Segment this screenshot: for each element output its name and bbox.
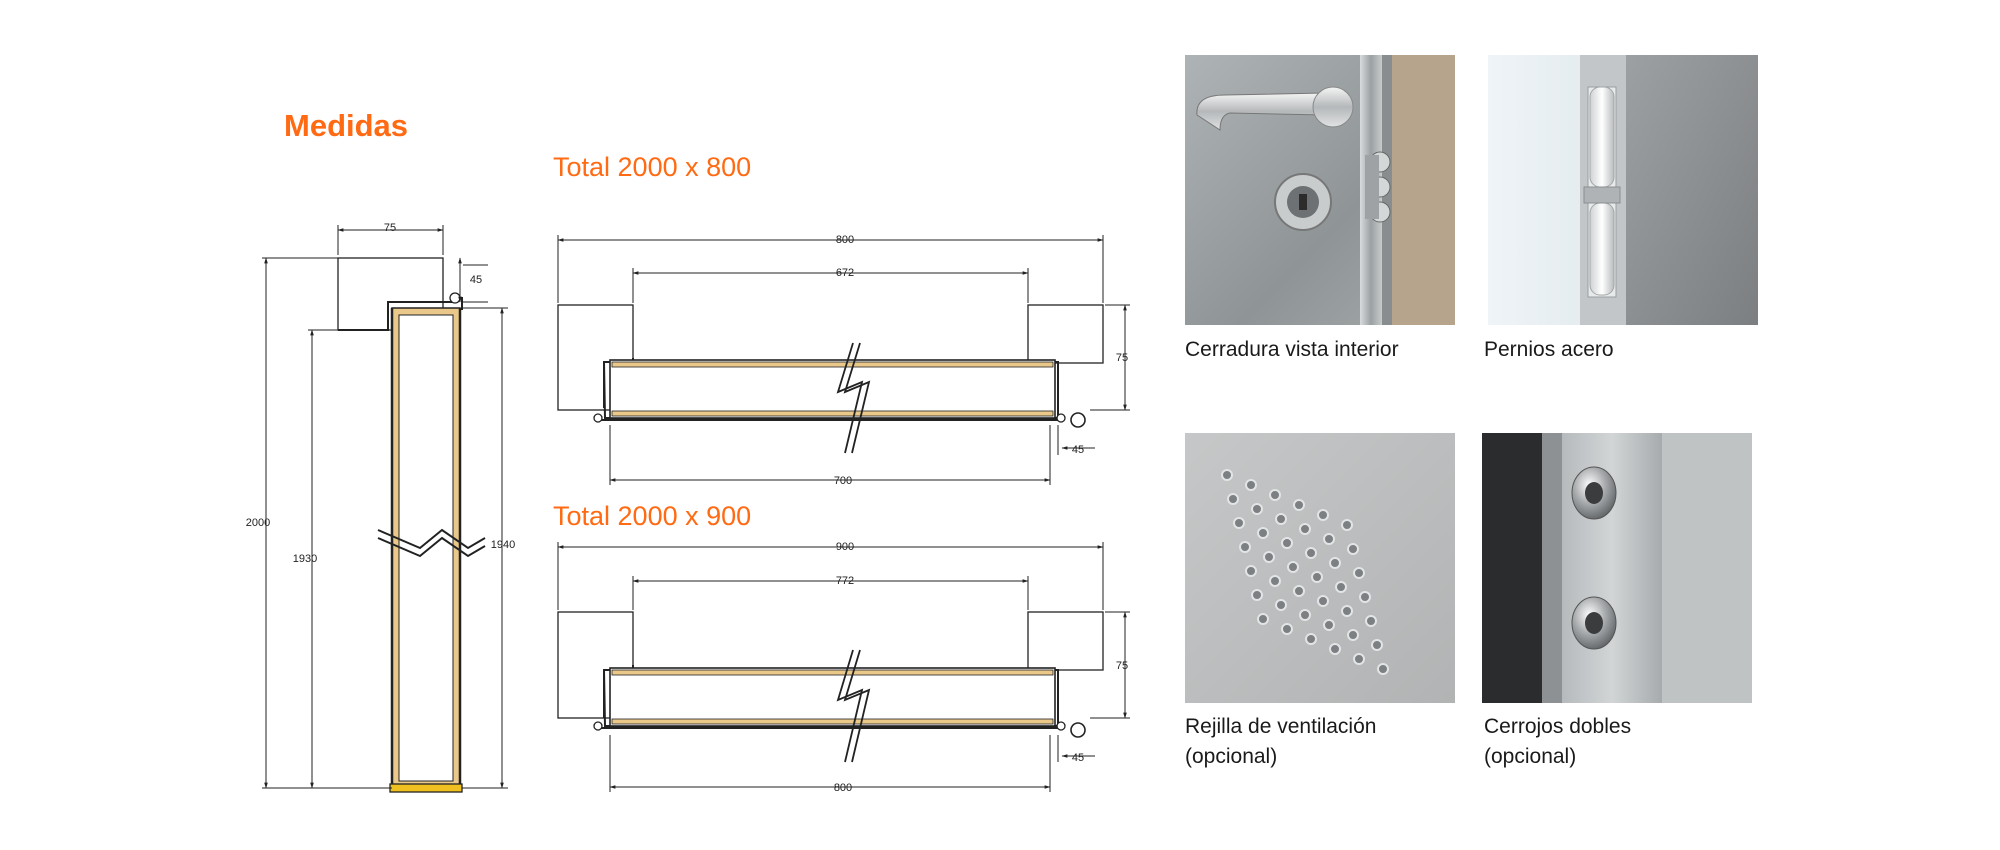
vent-hole (1347, 629, 1359, 641)
elevation-dim-small: 45 (470, 274, 482, 286)
vent-hole (1305, 633, 1317, 645)
vent-hole (1293, 585, 1305, 597)
vent-hole (1371, 639, 1383, 651)
plan-900-title: Total 2000 x 900 (553, 501, 752, 531)
vent-hole (1317, 509, 1329, 521)
plan-900-dim-total: 900 (836, 541, 854, 553)
vent-hole (1317, 595, 1329, 607)
double-bolts-photo (1482, 433, 1752, 703)
plan-900-dim-hinge: 45 (1072, 752, 1084, 764)
vent-hole (1323, 533, 1335, 545)
vent-hole (1353, 567, 1365, 579)
vent-hole (1305, 547, 1317, 559)
plan-800-dim-hinge: 45 (1072, 444, 1084, 456)
vent-hole (1281, 537, 1293, 549)
vent-hole (1221, 469, 1233, 481)
vent-hole (1251, 503, 1263, 515)
plan-800-dim-depth: 75 (1116, 352, 1128, 364)
vent-hole (1251, 589, 1263, 601)
vent-hole (1293, 499, 1305, 511)
vent-hole (1365, 615, 1377, 627)
elevation-dim-right: 1940 (491, 539, 515, 551)
plan-900-dim-bottom: 800 (834, 782, 852, 794)
vent-hole (1257, 527, 1269, 539)
vent-hole (1329, 643, 1341, 655)
vent-hole (1299, 609, 1311, 621)
vent-hole (1299, 523, 1311, 535)
vent-hole (1335, 581, 1347, 593)
plan-900-dim-inner: 772 (836, 575, 854, 587)
vent-hole (1281, 623, 1293, 635)
vent-hole (1245, 479, 1257, 491)
elevation-dim-top: 75 (384, 222, 396, 234)
vent-hole (1287, 561, 1299, 573)
plan-800-title: Total 2000 x 800 (553, 152, 752, 182)
photo-caption: Rejilla de ventilación (opcional) (1185, 715, 1377, 768)
vent-hole (1275, 599, 1287, 611)
photo-caption: Pernios acero (1484, 338, 1614, 361)
plan-900-drawing: 900 772 800 75 45 (557, 541, 1130, 794)
vent-hole (1269, 575, 1281, 587)
elevation-drawing (337, 257, 486, 793)
ventilation-grille-photo (1185, 433, 1455, 703)
vent-hole (1347, 543, 1359, 555)
plan-800-dim-inner: 672 (836, 267, 854, 279)
vent-hole (1275, 513, 1287, 525)
photo-caption: Cerradura vista interior (1185, 338, 1399, 361)
vent-hole (1233, 517, 1245, 529)
vent-hole (1353, 653, 1365, 665)
vent-hole (1311, 571, 1323, 583)
photo-caption: Cerrojos dobles (opcional) (1484, 715, 1632, 768)
vent-hole (1257, 613, 1269, 625)
plan-800-dim-total: 800 (836, 234, 854, 246)
plan-900-dim-depth: 75 (1116, 660, 1128, 672)
vent-hole (1227, 493, 1239, 505)
vent-hole (1263, 551, 1275, 563)
lock-interior-photo (1185, 55, 1455, 325)
vent-hole (1323, 619, 1335, 631)
section-heading: Medidas (284, 108, 409, 143)
elevation-dim-height: 2000 (246, 517, 270, 529)
plan-800-dim-bottom: 700 (834, 475, 852, 487)
vent-hole (1341, 519, 1353, 531)
vent-hole (1239, 541, 1251, 553)
vent-hole (1329, 557, 1341, 569)
plan-800-drawing: 800 672 700 75 45 (557, 234, 1130, 487)
steel-hinge-photo (1488, 55, 1758, 325)
vent-hole (1269, 489, 1281, 501)
elevation-dim-left: 1930 (293, 553, 317, 565)
technical-drawings: 75 45 2000 1930 1940 (246, 222, 1130, 794)
vent-hole (1341, 605, 1353, 617)
vent-hole (1245, 565, 1257, 577)
vent-hole (1359, 591, 1371, 603)
vent-hole (1377, 663, 1389, 675)
